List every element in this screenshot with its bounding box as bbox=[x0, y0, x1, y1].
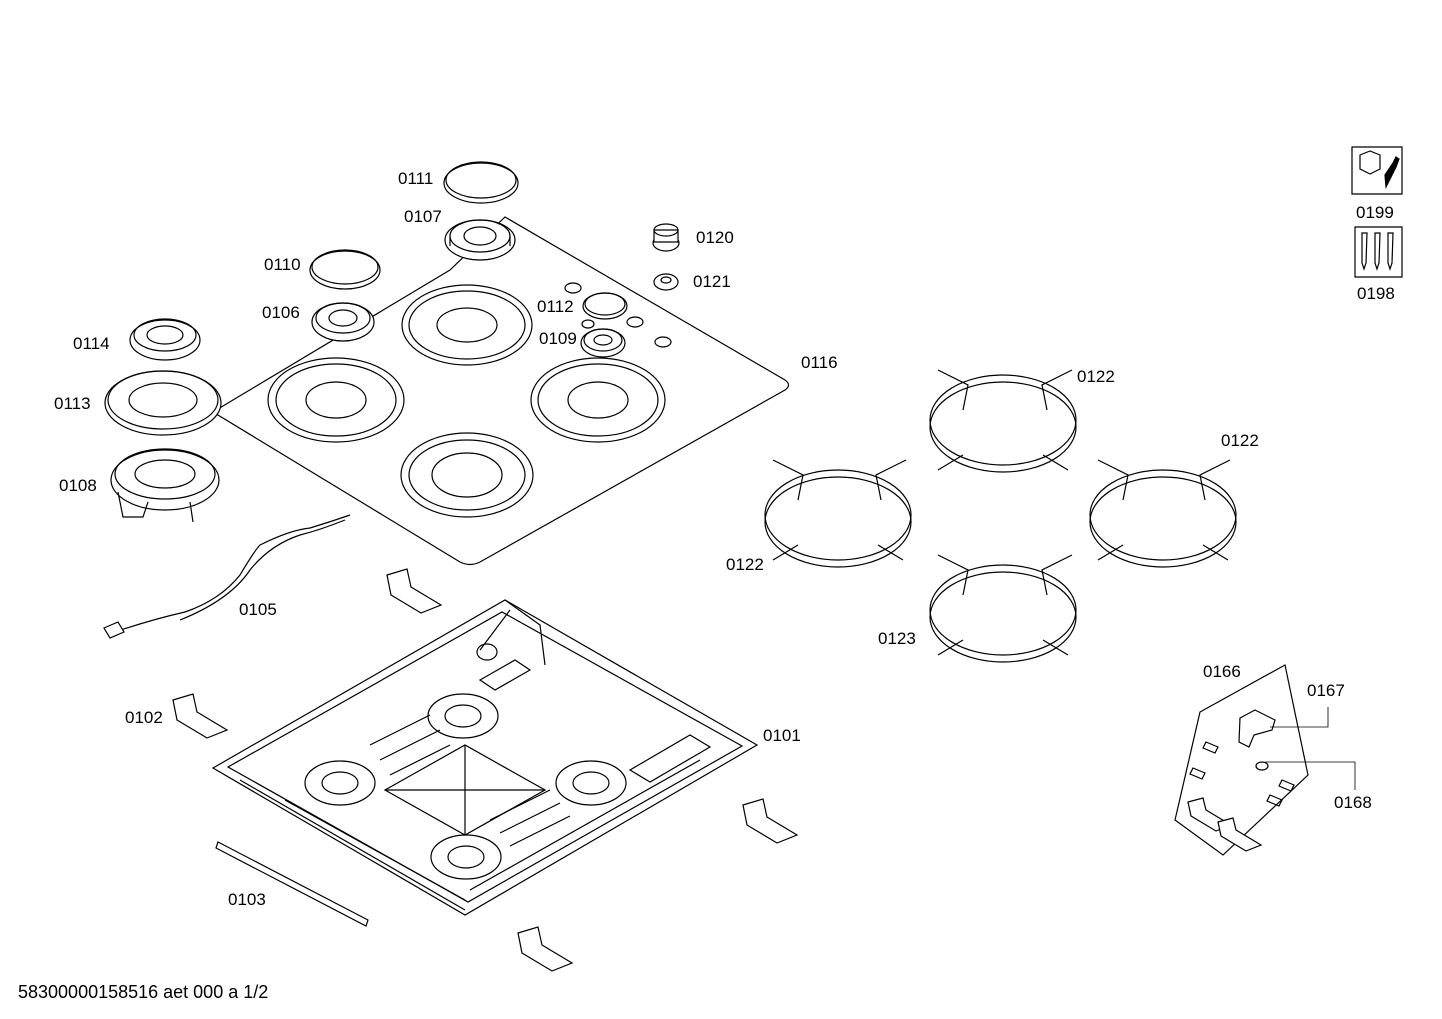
part-label-0110: 0110 bbox=[264, 255, 301, 274]
part-label-0122-right: 0122 bbox=[1221, 431, 1259, 450]
screw-set-icon bbox=[1355, 227, 1402, 277]
knob-ring-0121 bbox=[654, 274, 678, 290]
part-label-0167: 0167 bbox=[1307, 681, 1345, 700]
burner-0107 bbox=[445, 220, 515, 260]
burner-well-rear bbox=[402, 285, 532, 365]
part-label-0123: 0123 bbox=[878, 629, 916, 648]
part-label-0113: 0113 bbox=[54, 394, 91, 413]
burner-cap-0112 bbox=[583, 293, 627, 319]
burner-0109 bbox=[581, 329, 625, 357]
part-label-0101: 0101 bbox=[763, 726, 801, 745]
part-label-0121: 0121 bbox=[693, 272, 731, 291]
document-footer: 58300000158516 aet 000 a 1/2 bbox=[18, 982, 269, 1002]
burner-well-right bbox=[531, 358, 665, 442]
part-label-0122-rear: 0122 bbox=[1077, 367, 1115, 386]
part-label-0168: 0168 bbox=[1334, 793, 1372, 812]
burner-cap-0113 bbox=[105, 371, 221, 435]
pan-support-left bbox=[765, 460, 911, 567]
part-label-0116: 0116 bbox=[801, 353, 838, 372]
burner-cap-0111 bbox=[444, 162, 518, 203]
burner-cap-0110 bbox=[310, 250, 380, 289]
part-label-0108: 0108 bbox=[59, 476, 97, 495]
tool-kit-icon bbox=[1352, 147, 1402, 194]
clip-0102 bbox=[173, 694, 227, 738]
part-label-0107: 0107 bbox=[404, 207, 442, 226]
burner-well-left bbox=[268, 358, 404, 442]
knob-0120 bbox=[653, 224, 679, 251]
cable-0105 bbox=[104, 515, 350, 638]
part-label-0112: 0112 bbox=[537, 297, 574, 316]
part-label-0198: 0198 bbox=[1357, 284, 1395, 303]
part-label-0102: 0102 bbox=[125, 708, 163, 727]
part-label-0109: 0109 bbox=[539, 329, 577, 348]
bottom-tray-0101 bbox=[213, 600, 757, 915]
burner-well-front bbox=[401, 433, 533, 517]
seal-strip-0103 bbox=[216, 842, 368, 926]
burner-cap-0114 bbox=[130, 319, 200, 360]
burner-0106 bbox=[312, 303, 374, 341]
pan-support-rear bbox=[930, 370, 1076, 472]
clip-bottom bbox=[518, 927, 572, 971]
clip-top bbox=[387, 569, 441, 613]
part-label-0106: 0106 bbox=[262, 303, 300, 322]
pan-support-right bbox=[1090, 460, 1236, 567]
clip-right bbox=[743, 799, 797, 843]
cooktop-plate-drawing bbox=[213, 217, 789, 565]
small-parts-kit-0166 bbox=[1175, 665, 1355, 855]
part-label-0105: 0105 bbox=[239, 600, 277, 619]
part-label-0103: 0103 bbox=[228, 890, 266, 909]
part-label-0111: 0111 bbox=[398, 169, 434, 188]
part-label-0120: 0120 bbox=[696, 228, 734, 247]
pan-support-front bbox=[930, 555, 1076, 662]
part-label-0199: 0199 bbox=[1356, 203, 1394, 222]
part-label-0114: 0114 bbox=[73, 334, 110, 353]
part-label-0122-left: 0122 bbox=[726, 555, 764, 574]
burner-0108 bbox=[111, 449, 219, 522]
part-label-0166: 0166 bbox=[1203, 662, 1241, 681]
